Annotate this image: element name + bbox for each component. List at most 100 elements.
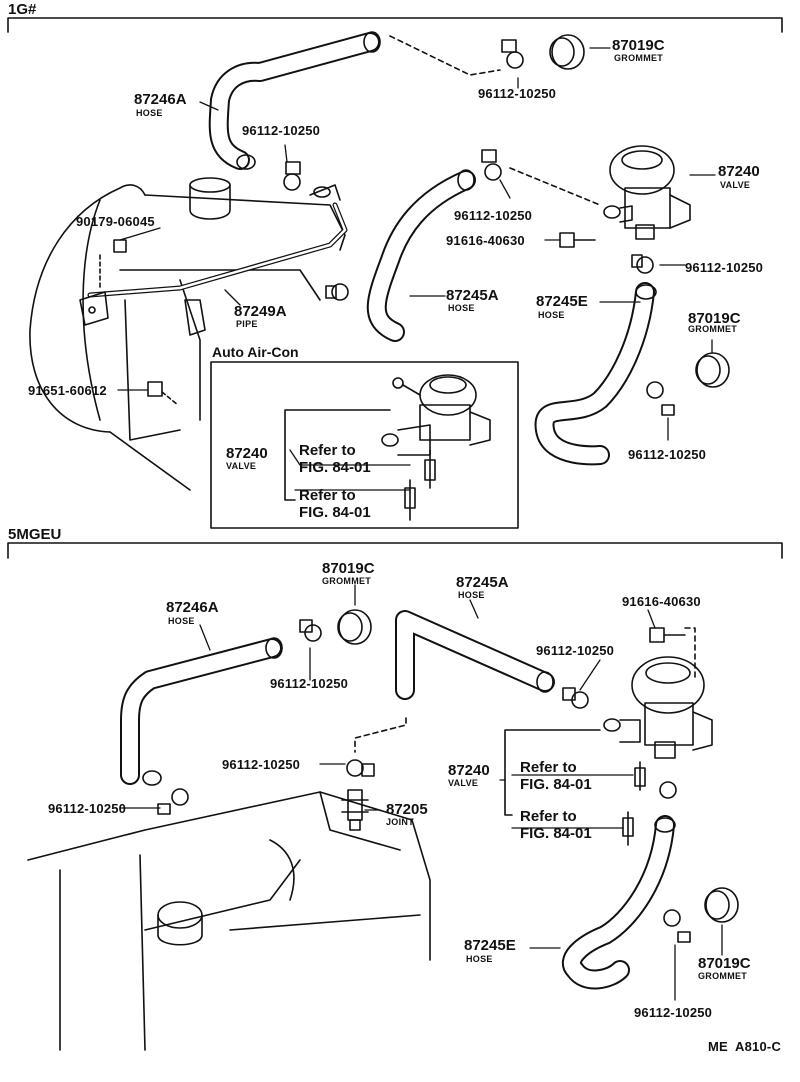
- sensor-inset-1: [424, 449, 436, 489]
- label-87019C-top-2: 87019C: [688, 310, 741, 327]
- ref-bottom-2-line1: Refer to: [520, 808, 577, 825]
- bolt-top-2: [147, 381, 179, 406]
- label-87245E-bottom-sub: HOSE: [466, 954, 493, 964]
- label-91651-top: 91651-60612: [28, 383, 107, 398]
- label-87240-bottom-sub: VALVE: [448, 778, 479, 788]
- hose-87245A-bottom: [395, 610, 555, 700]
- label-87019C-bottom-1: 87019C: [322, 560, 375, 577]
- label-87245A-bottom-sub: HOSE: [458, 590, 485, 600]
- label-87249A-top: 87249A: [234, 303, 287, 320]
- hose-87245A-top: [366, 169, 476, 342]
- sensor-bottom-2: [622, 811, 634, 846]
- valve-inset: [381, 374, 491, 456]
- clamp-bottom-1: [299, 619, 322, 642]
- hose-87245E-bottom: [562, 815, 676, 990]
- sensor-bottom-1: [634, 761, 646, 791]
- label-96112-top-2: 96112-10250: [242, 123, 321, 138]
- leader-dashed-4: [684, 627, 696, 681]
- footer-code: ME A810-C: [708, 1039, 782, 1054]
- clamp-bottom-3: [157, 788, 189, 815]
- ref-bottom-2-line2: FIG. 84-01: [520, 825, 592, 842]
- label-87019C-bottom-1-sub: GROMMET: [322, 576, 372, 586]
- ref-bottom-1-line2: FIG. 84-01: [520, 776, 592, 793]
- label-96112-top-3: 96112-10250: [454, 208, 533, 223]
- label-96112-top-5: 96112-10250: [628, 447, 707, 462]
- bolt-bottom-1: [649, 627, 686, 643]
- label-87246A-top: 87246A: [134, 91, 187, 108]
- leader-dashed-1: [389, 35, 501, 76]
- label-87205-bottom-sub: JOINT: [386, 817, 415, 827]
- clamp-bottom-6: [663, 909, 691, 943]
- label-87245E-top: 87245E: [536, 293, 588, 310]
- sensor-inset-2: [404, 479, 416, 521]
- label-91616-bottom: 91616-40630: [622, 594, 701, 609]
- bottom-valve-leader: [504, 729, 601, 816]
- label-96112-bottom-5: 96112-10250: [634, 1005, 713, 1020]
- label-87249A-top-sub: PIPE: [236, 319, 258, 329]
- label-87246A-bottom-sub: HOSE: [168, 616, 195, 626]
- label-96112-top-4: 96112-10250: [685, 260, 764, 275]
- label-87246A-top-sub: HOSE: [136, 108, 163, 118]
- grommet-bottom-2: [704, 887, 739, 923]
- grommet-top-2: [695, 352, 730, 388]
- leader-lines: [117, 47, 723, 1001]
- label-87245A-top: 87245A: [446, 287, 499, 304]
- section-label-top: 1G#: [8, 1, 37, 18]
- bolt-top-1: [559, 232, 596, 248]
- label-87205-bottom: 87205: [386, 801, 428, 818]
- clamp-bottom-2: [562, 687, 589, 709]
- grommet-top-1: [549, 34, 585, 70]
- clamp-top-3: [481, 149, 502, 181]
- label-91616-top: 91616-40630: [446, 233, 525, 248]
- hose-87245E-top: [534, 282, 657, 466]
- label-96112-bottom-4: 96112-10250: [48, 801, 127, 816]
- section-label-bottom: 5MGEU: [8, 526, 62, 543]
- hose-87246A-bottom: [120, 637, 283, 786]
- clamp-top-4: [325, 283, 349, 301]
- label-87245E-top-sub: HOSE: [538, 310, 565, 320]
- label-87019C-bottom-2-sub: GROMMET: [698, 971, 748, 981]
- clamp-top-5: [631, 254, 654, 274]
- clamp-top-1: [501, 39, 524, 69]
- label-87240-top-sub: VALVE: [720, 180, 751, 190]
- label-87245A-bottom: 87245A: [456, 574, 509, 591]
- valve-87240-bottom: [603, 656, 713, 759]
- leader-dashed-3: [354, 717, 407, 753]
- ref-inset-1-line2: FIG. 84-01: [299, 459, 371, 476]
- inset-box: [210, 361, 519, 529]
- inset-leader-1: [284, 409, 391, 501]
- ref-inset-1-line1: Refer to: [299, 442, 356, 459]
- label-87240-inset: 87240: [226, 445, 268, 462]
- engine-body-bottom: [27, 791, 431, 1051]
- ref-bottom-1-line1: Refer to: [520, 759, 577, 776]
- top-section-frame: [7, 17, 783, 33]
- valve-87240-top: [603, 145, 691, 240]
- engine-body-top: [29, 177, 346, 491]
- label-87019C-top-2-sub: GROMMET: [688, 324, 738, 334]
- label-87246A-bottom: 87246A: [166, 599, 219, 616]
- label-87240-top: 87240: [718, 163, 760, 180]
- joint-87205: [341, 789, 369, 831]
- label-87019C-top-1-sub: GROMMET: [614, 53, 664, 63]
- label-87019C-bottom-2: 87019C: [698, 955, 751, 972]
- label-87245E-bottom: 87245E: [464, 937, 516, 954]
- pipe-87249A: [79, 202, 348, 336]
- inset-label: Auto Air-Con: [212, 344, 299, 360]
- label-96112-bottom-1: 96112-10250: [536, 643, 615, 658]
- label-96112-bottom-3: 96112-10250: [222, 757, 301, 772]
- clamp-bottom-4: [346, 759, 375, 777]
- ref-inset-2-line1: Refer to: [299, 487, 356, 504]
- label-96112-bottom-2: 96112-10250: [270, 676, 349, 691]
- grommet-bottom-1: [337, 609, 372, 645]
- clamp-bottom-5: [659, 781, 677, 799]
- label-87240-inset-sub: VALVE: [226, 461, 257, 471]
- label-87019C-top-1: 87019C: [612, 37, 665, 54]
- clamp-top-6: [646, 381, 675, 416]
- label-87240-bottom: 87240: [448, 762, 490, 779]
- clamp-top-2: [283, 161, 301, 191]
- ref-inset-2-line2: FIG. 84-01: [299, 504, 371, 521]
- stub-top: [309, 184, 341, 201]
- bottom-section-frame: [7, 542, 783, 559]
- label-96112-top-1: 96112-10250: [478, 86, 557, 101]
